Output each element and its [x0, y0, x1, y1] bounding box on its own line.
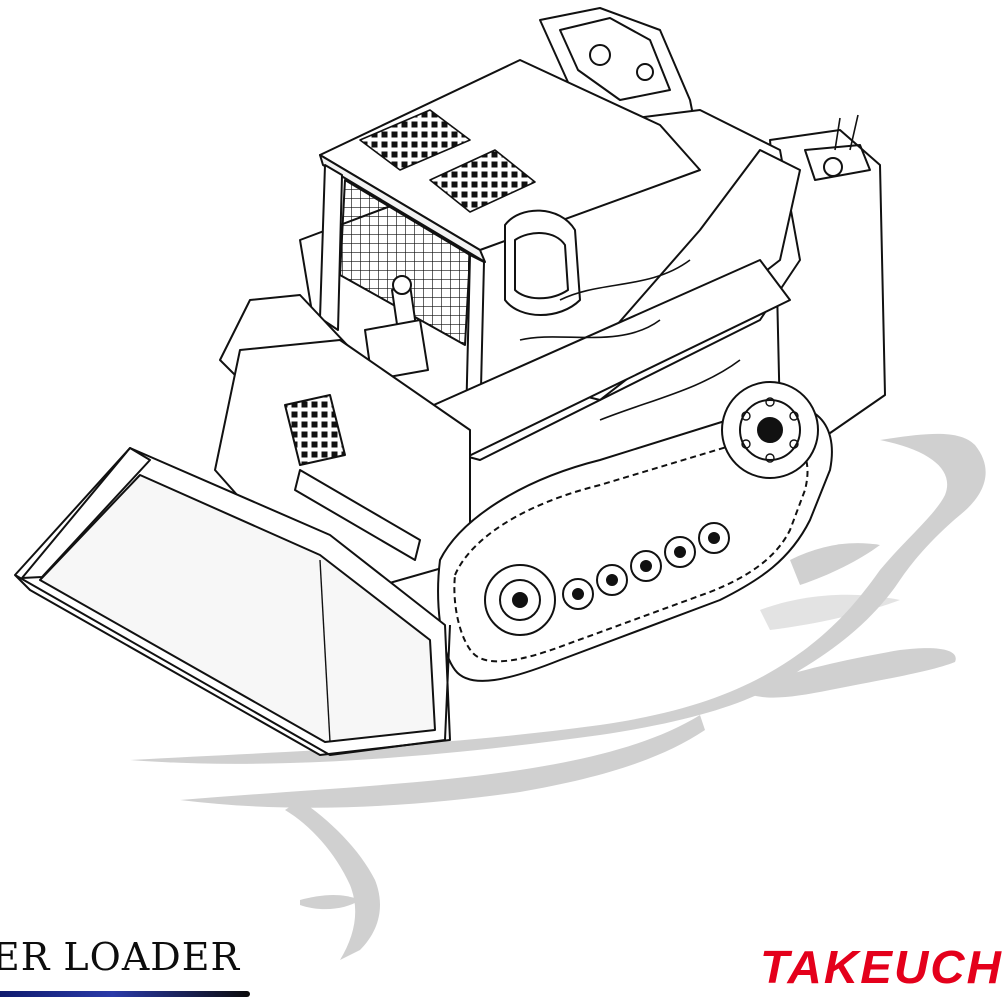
- takeuchi-logo-text: TAKEUCH: [760, 945, 1003, 990]
- model-caption: ER LOADER: [0, 935, 241, 979]
- machine-body: [14, 7, 886, 756]
- takeuchi-logo: TAKEUCH: [760, 945, 1003, 990]
- caption-underline: [0, 991, 250, 997]
- ground-shadow: [130, 433, 986, 960]
